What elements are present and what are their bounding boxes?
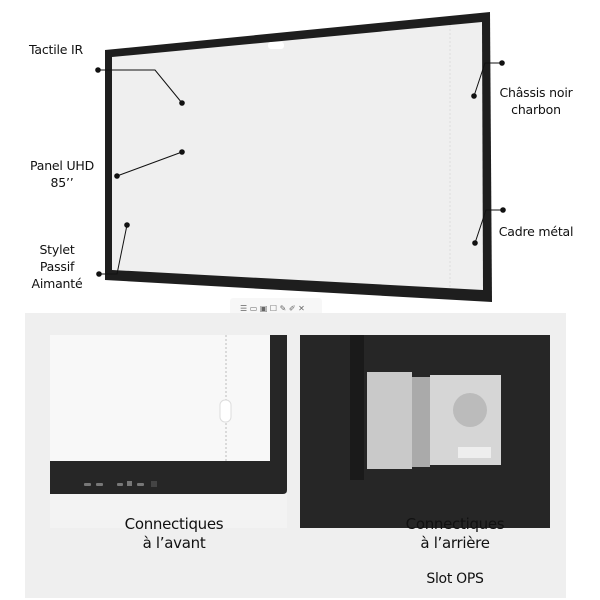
caption-front-line2: à l’avant [142, 534, 206, 552]
caption-rear-line3: Slot OPS [426, 571, 484, 587]
display-screen [112, 22, 483, 290]
callout-panel-line2: 85’’ [50, 175, 74, 190]
svg-text:☰ ▭ ▣ ☐ ✎ ✐ ✕: ☰ ▭ ▣ ☐ ✎ ✐ ✕ [240, 304, 305, 313]
caption-rear-line2: à l’arrière [420, 534, 490, 552]
front-connectors-photo [50, 335, 287, 528]
callout-stylet-line1: Stylet [39, 242, 75, 257]
callout-panel-line1: Panel UHD [29, 158, 95, 173]
callout-panel-uhd: Panel UHD 85’’ [22, 157, 102, 191]
rear-connectors-photo [300, 335, 550, 528]
callout-lines [98, 62, 503, 275]
caption-front-line1: Connectiques [124, 515, 224, 533]
callout-stylet: Stylet Passif Aimanté [22, 241, 92, 292]
caption-rear-line1: Connectiques [405, 515, 505, 533]
top-handle [268, 42, 284, 49]
callout-dots [95, 60, 506, 277]
callout-cadre: Cadre métal [498, 224, 574, 239]
callout-stylet-line3: Aimanté [31, 276, 83, 291]
caption-rear: Connectiques à l’arrière Slot OPS [355, 515, 555, 589]
callout-chassis-line1: Châssis noir [499, 85, 573, 100]
callout-stylet-line2: Passif [39, 259, 75, 274]
callout-chassis: Châssis noir charbon [490, 84, 582, 118]
caption-front: Connectiques à l’avant [74, 515, 274, 553]
callout-tactile-ir: Tactile IR [29, 42, 83, 57]
callout-chassis-line2: charbon [511, 102, 561, 117]
